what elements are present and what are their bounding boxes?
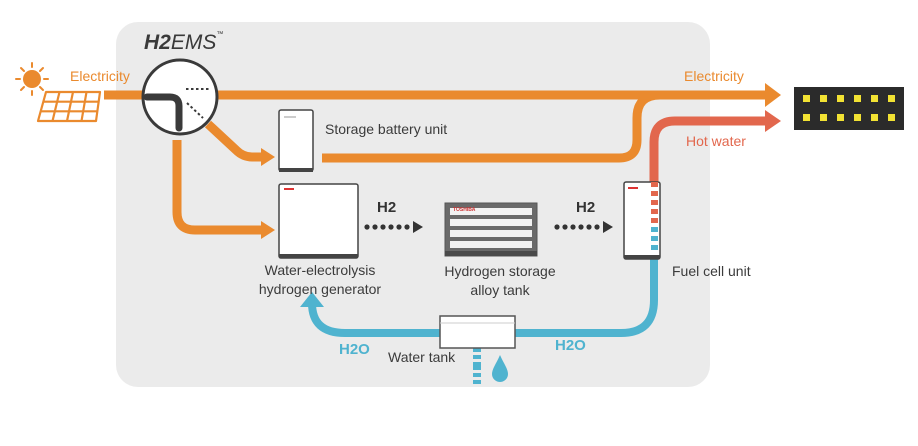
- hydrogen-tank-label-line2: alloy tank: [470, 282, 530, 298]
- fuel-cell-label: Fuel cell unit: [672, 263, 751, 279]
- electrolysis-label-line2: hydrogen generator: [258, 281, 382, 297]
- power-grid-icon: [794, 87, 904, 130]
- solar-panel-icon: [36, 90, 102, 123]
- logo-h2: H2: [144, 31, 171, 54]
- h2o-label-right: H2O: [555, 337, 586, 354]
- hydrogen-tank-label-line1: Hydrogen storage: [444, 263, 556, 279]
- electricity-out-arrowhead: [765, 83, 781, 107]
- ems-panel: [116, 22, 710, 387]
- fuel-cell-device: [623, 181, 661, 260]
- storage-battery-device: [278, 109, 314, 172]
- water-tank-device: [439, 315, 516, 349]
- hydrogen-tank-label: Hydrogen storage alloy tank: [425, 262, 575, 300]
- hot-water-arrowhead: [765, 110, 781, 132]
- water-drop-icon: [492, 355, 508, 382]
- logo-tm: ™: [216, 31, 224, 38]
- h2-label-right: H2: [576, 199, 596, 216]
- storage-battery-label: Storage battery unit: [325, 121, 448, 137]
- water-tank-label: Water tank: [388, 349, 456, 365]
- hydrogen-tank-device: [444, 202, 538, 257]
- h2o-label-left: H2O: [339, 341, 370, 358]
- water-flow: [308, 190, 658, 384]
- to-electrolysis-arrowhead: [261, 221, 275, 239]
- h2-flow-left: [364, 221, 423, 233]
- electricity-flow: [104, 90, 766, 235]
- h2-label-left: H2: [377, 199, 397, 216]
- ems-controller-icon: [141, 58, 219, 136]
- hot-water-label: Hot water: [686, 133, 746, 149]
- tank-brand-label: TOSHIBA: [453, 207, 476, 213]
- logo-ems: EMS: [170, 31, 217, 54]
- electrolysis-label: Water-electrolysis hydrogen generator: [245, 261, 395, 299]
- sun-icon: [15, 62, 49, 96]
- hot-water-flow: [649, 116, 766, 188]
- water-arrowhead: [300, 292, 324, 307]
- electrolysis-label-line1: Water-electrolysis: [264, 262, 376, 278]
- to-battery-arrowhead: [261, 148, 275, 166]
- h2ems-logo: H2EMS™: [144, 31, 223, 55]
- electrolysis-generator-device: [278, 183, 359, 259]
- h2-flow-right: [554, 221, 613, 233]
- electricity-out-label: Electricity: [684, 68, 744, 84]
- electricity-in-label: Electricity: [70, 68, 130, 84]
